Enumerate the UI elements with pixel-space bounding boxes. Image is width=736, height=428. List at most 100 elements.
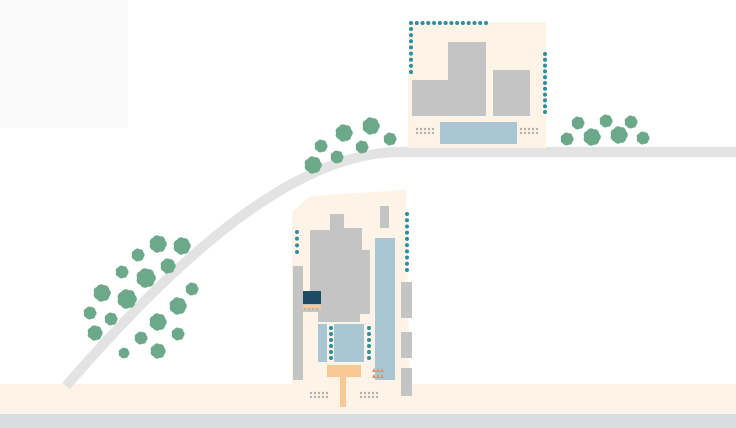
tree-core bbox=[90, 328, 100, 338]
background-block bbox=[0, 0, 128, 128]
entrance-path[interactable] bbox=[340, 377, 346, 407]
parking-dot bbox=[325, 391, 329, 395]
parking-dot bbox=[309, 395, 313, 399]
square-pool[interactable] bbox=[334, 324, 364, 362]
fence-dot bbox=[409, 70, 413, 74]
fence-dot bbox=[405, 224, 409, 229]
fence-dot bbox=[329, 344, 333, 348]
fence-dot bbox=[543, 69, 547, 74]
tree-icon bbox=[115, 265, 129, 279]
fence-dot bbox=[409, 57, 413, 62]
fence-dot bbox=[543, 92, 547, 97]
parking-dot bbox=[315, 307, 319, 311]
fence-dot bbox=[405, 236, 409, 241]
tree-icon bbox=[314, 139, 328, 153]
fence-dot bbox=[409, 21, 413, 25]
tree-cluster-right bbox=[560, 114, 650, 146]
bottom-site[interactable] bbox=[292, 190, 412, 407]
tree-core bbox=[602, 117, 610, 125]
entrance-plaza[interactable] bbox=[327, 365, 361, 377]
fence-dot bbox=[405, 218, 409, 223]
fence-dot bbox=[543, 104, 547, 109]
tree-core bbox=[614, 130, 624, 140]
top-pool[interactable] bbox=[440, 122, 517, 144]
parking-dot bbox=[359, 395, 363, 399]
tree-icon bbox=[117, 289, 137, 309]
fence-dot bbox=[543, 75, 547, 80]
parking-dot bbox=[311, 307, 315, 311]
parking-dot bbox=[535, 131, 539, 135]
fence-dot bbox=[543, 81, 547, 85]
bottom-building-right-a[interactable] bbox=[401, 282, 412, 318]
tree-core bbox=[358, 143, 366, 151]
tree-core bbox=[140, 272, 152, 284]
bottom-site-parking bbox=[303, 307, 379, 399]
fence-dot bbox=[409, 33, 413, 38]
tree-core bbox=[107, 315, 115, 323]
parking-dot bbox=[313, 395, 317, 399]
parking-dot bbox=[415, 131, 419, 135]
marker-icon bbox=[372, 368, 376, 372]
parking-dot bbox=[527, 127, 531, 131]
tree-icon bbox=[185, 282, 199, 296]
small-pool-left[interactable] bbox=[318, 324, 327, 362]
tree-icon bbox=[149, 313, 167, 331]
parking-dot bbox=[317, 395, 321, 399]
bottom-building-small[interactable] bbox=[380, 206, 389, 228]
tree-icon bbox=[173, 237, 191, 255]
fence-dot bbox=[367, 344, 371, 348]
bottom-road bbox=[0, 414, 736, 428]
parking-dot bbox=[321, 395, 325, 399]
parking-dot bbox=[371, 395, 375, 399]
top-building-main[interactable] bbox=[412, 42, 486, 116]
tree-icon bbox=[134, 331, 148, 345]
parking-dot bbox=[367, 395, 371, 399]
fence-dot bbox=[405, 243, 409, 248]
parking-dot bbox=[427, 131, 431, 135]
tree-core bbox=[134, 251, 142, 259]
fence-dot bbox=[432, 21, 437, 25]
marker-icon bbox=[376, 368, 380, 372]
bottom-building-right-b[interactable] bbox=[401, 332, 412, 358]
top-building-right[interactable] bbox=[493, 70, 530, 116]
tree-core bbox=[308, 160, 318, 170]
long-pool[interactable] bbox=[375, 238, 395, 380]
parking-dot bbox=[321, 391, 325, 395]
tree-icon bbox=[330, 150, 344, 164]
red-markers bbox=[372, 368, 384, 378]
fence-dot bbox=[367, 338, 371, 342]
fence-dot bbox=[295, 250, 299, 254]
tree-icon bbox=[599, 114, 613, 128]
fence-dot bbox=[478, 21, 483, 25]
tree-core bbox=[639, 134, 647, 142]
tree-core bbox=[574, 119, 582, 127]
tree-icon bbox=[169, 297, 187, 315]
parking-dot bbox=[531, 131, 535, 135]
parking-dot bbox=[317, 391, 321, 395]
top-site[interactable] bbox=[408, 21, 547, 148]
parking-dot bbox=[523, 127, 527, 131]
fence-dot bbox=[329, 332, 333, 336]
parking-dot bbox=[523, 131, 527, 135]
fence-dot bbox=[409, 27, 413, 31]
parking-dot bbox=[371, 391, 375, 395]
dark-pool[interactable] bbox=[303, 291, 321, 304]
tree-core bbox=[121, 293, 133, 305]
fence-dot bbox=[543, 98, 547, 103]
tree-core bbox=[366, 121, 376, 131]
tree-core bbox=[153, 317, 163, 327]
tree-icon bbox=[83, 306, 97, 320]
bottom-building-left-strip[interactable] bbox=[293, 266, 303, 380]
tree-core bbox=[97, 288, 107, 298]
bottom-building-right-c[interactable] bbox=[401, 368, 412, 396]
tree-icon bbox=[136, 268, 156, 288]
tree-core bbox=[627, 118, 635, 126]
tree-icon bbox=[171, 327, 185, 341]
parking-dot bbox=[375, 391, 379, 395]
parking-dot bbox=[423, 131, 427, 135]
tree-core bbox=[587, 132, 597, 142]
tree-cluster-middle bbox=[304, 117, 397, 174]
tree-icon bbox=[362, 117, 380, 135]
top-site-fence bbox=[409, 21, 547, 114]
